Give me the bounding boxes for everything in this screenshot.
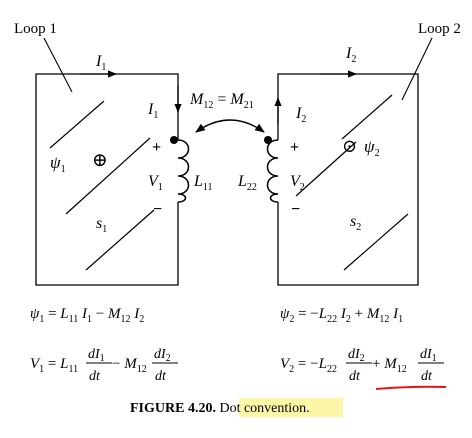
label-I2-side: I2 [295,105,306,125]
label-V1: V1 [148,173,163,193]
polarity-dot-right [264,136,272,144]
svg-text:dI2: dI2 [348,347,365,364]
inductor-L11 [177,139,190,203]
plus-left: + [152,139,161,156]
label-psi2: ψ2 [364,137,380,159]
red-underline-annotation [375,385,447,390]
svg-text:dt: dt [89,369,101,384]
label-s1: s1 [96,215,107,235]
loop-1-leader [43,37,73,93]
plus-right: + [290,139,299,156]
flux-out-of-page-icon: ⊙ [342,136,357,156]
svg-text:dI2: dI2 [154,347,171,364]
svg-text:+ M12: + M12 [372,356,407,375]
svg-text:− M12: − M12 [112,356,147,375]
svg-text:V2 = −L22: V2 = −L22 [280,356,337,375]
loop-2-leader [401,37,433,101]
loop-1 [35,37,190,286]
label-I1-side: I1 [147,101,158,121]
label-psi1: ψ1 [50,153,66,175]
svg-text:dt: dt [421,369,433,384]
mutual-coupling-arrow [195,119,265,133]
flux-into-page-icon: ⊕ [92,150,108,171]
svg-text:dt: dt [349,369,361,384]
loop-1-label: Loop 1 [14,21,57,37]
label-mutual: M12 = M21 [189,91,254,111]
equation-psi1: ψ1 = L11 I1 − M12 I2 [30,306,144,325]
figure-caption: FIGURE 4.20. Dot convention. [130,401,310,416]
equation-V1: V1 = L11 dI1 dt − M12 dI2 dt [30,347,178,384]
svg-text:dI1: dI1 [420,347,437,364]
svg-text:dI1: dI1 [88,347,105,364]
loop-2-surface-hatching [295,94,409,271]
label-s2: s2 [350,213,361,233]
label-I1-top: I1 [95,53,106,73]
loop-1-wire [35,73,179,286]
inductor-L22 [266,139,279,203]
svg-text:V1 = L11: V1 = L11 [30,356,78,375]
label-I2-top: I2 [345,45,356,65]
label-V2: V2 [290,173,305,193]
minus-right: − [291,201,300,218]
svg-text:dt: dt [155,369,167,384]
label-L22: L22 [237,173,257,193]
polarity-dot-left [170,136,178,144]
loop-2-label: Loop 2 [418,21,461,37]
equation-V2: V2 = −L22 dI2 dt + M12 dI1 dt [280,347,444,384]
caption-highlight [239,398,343,417]
loop-2-wire [277,73,419,286]
label-L11: L11 [193,173,213,193]
loop-1-surface-hatching [49,100,155,271]
minus-left: − [153,201,162,218]
loop-2 [264,37,433,286]
equation-psi2: ψ2 = −L22 I2 + M12 I1 [280,306,403,325]
